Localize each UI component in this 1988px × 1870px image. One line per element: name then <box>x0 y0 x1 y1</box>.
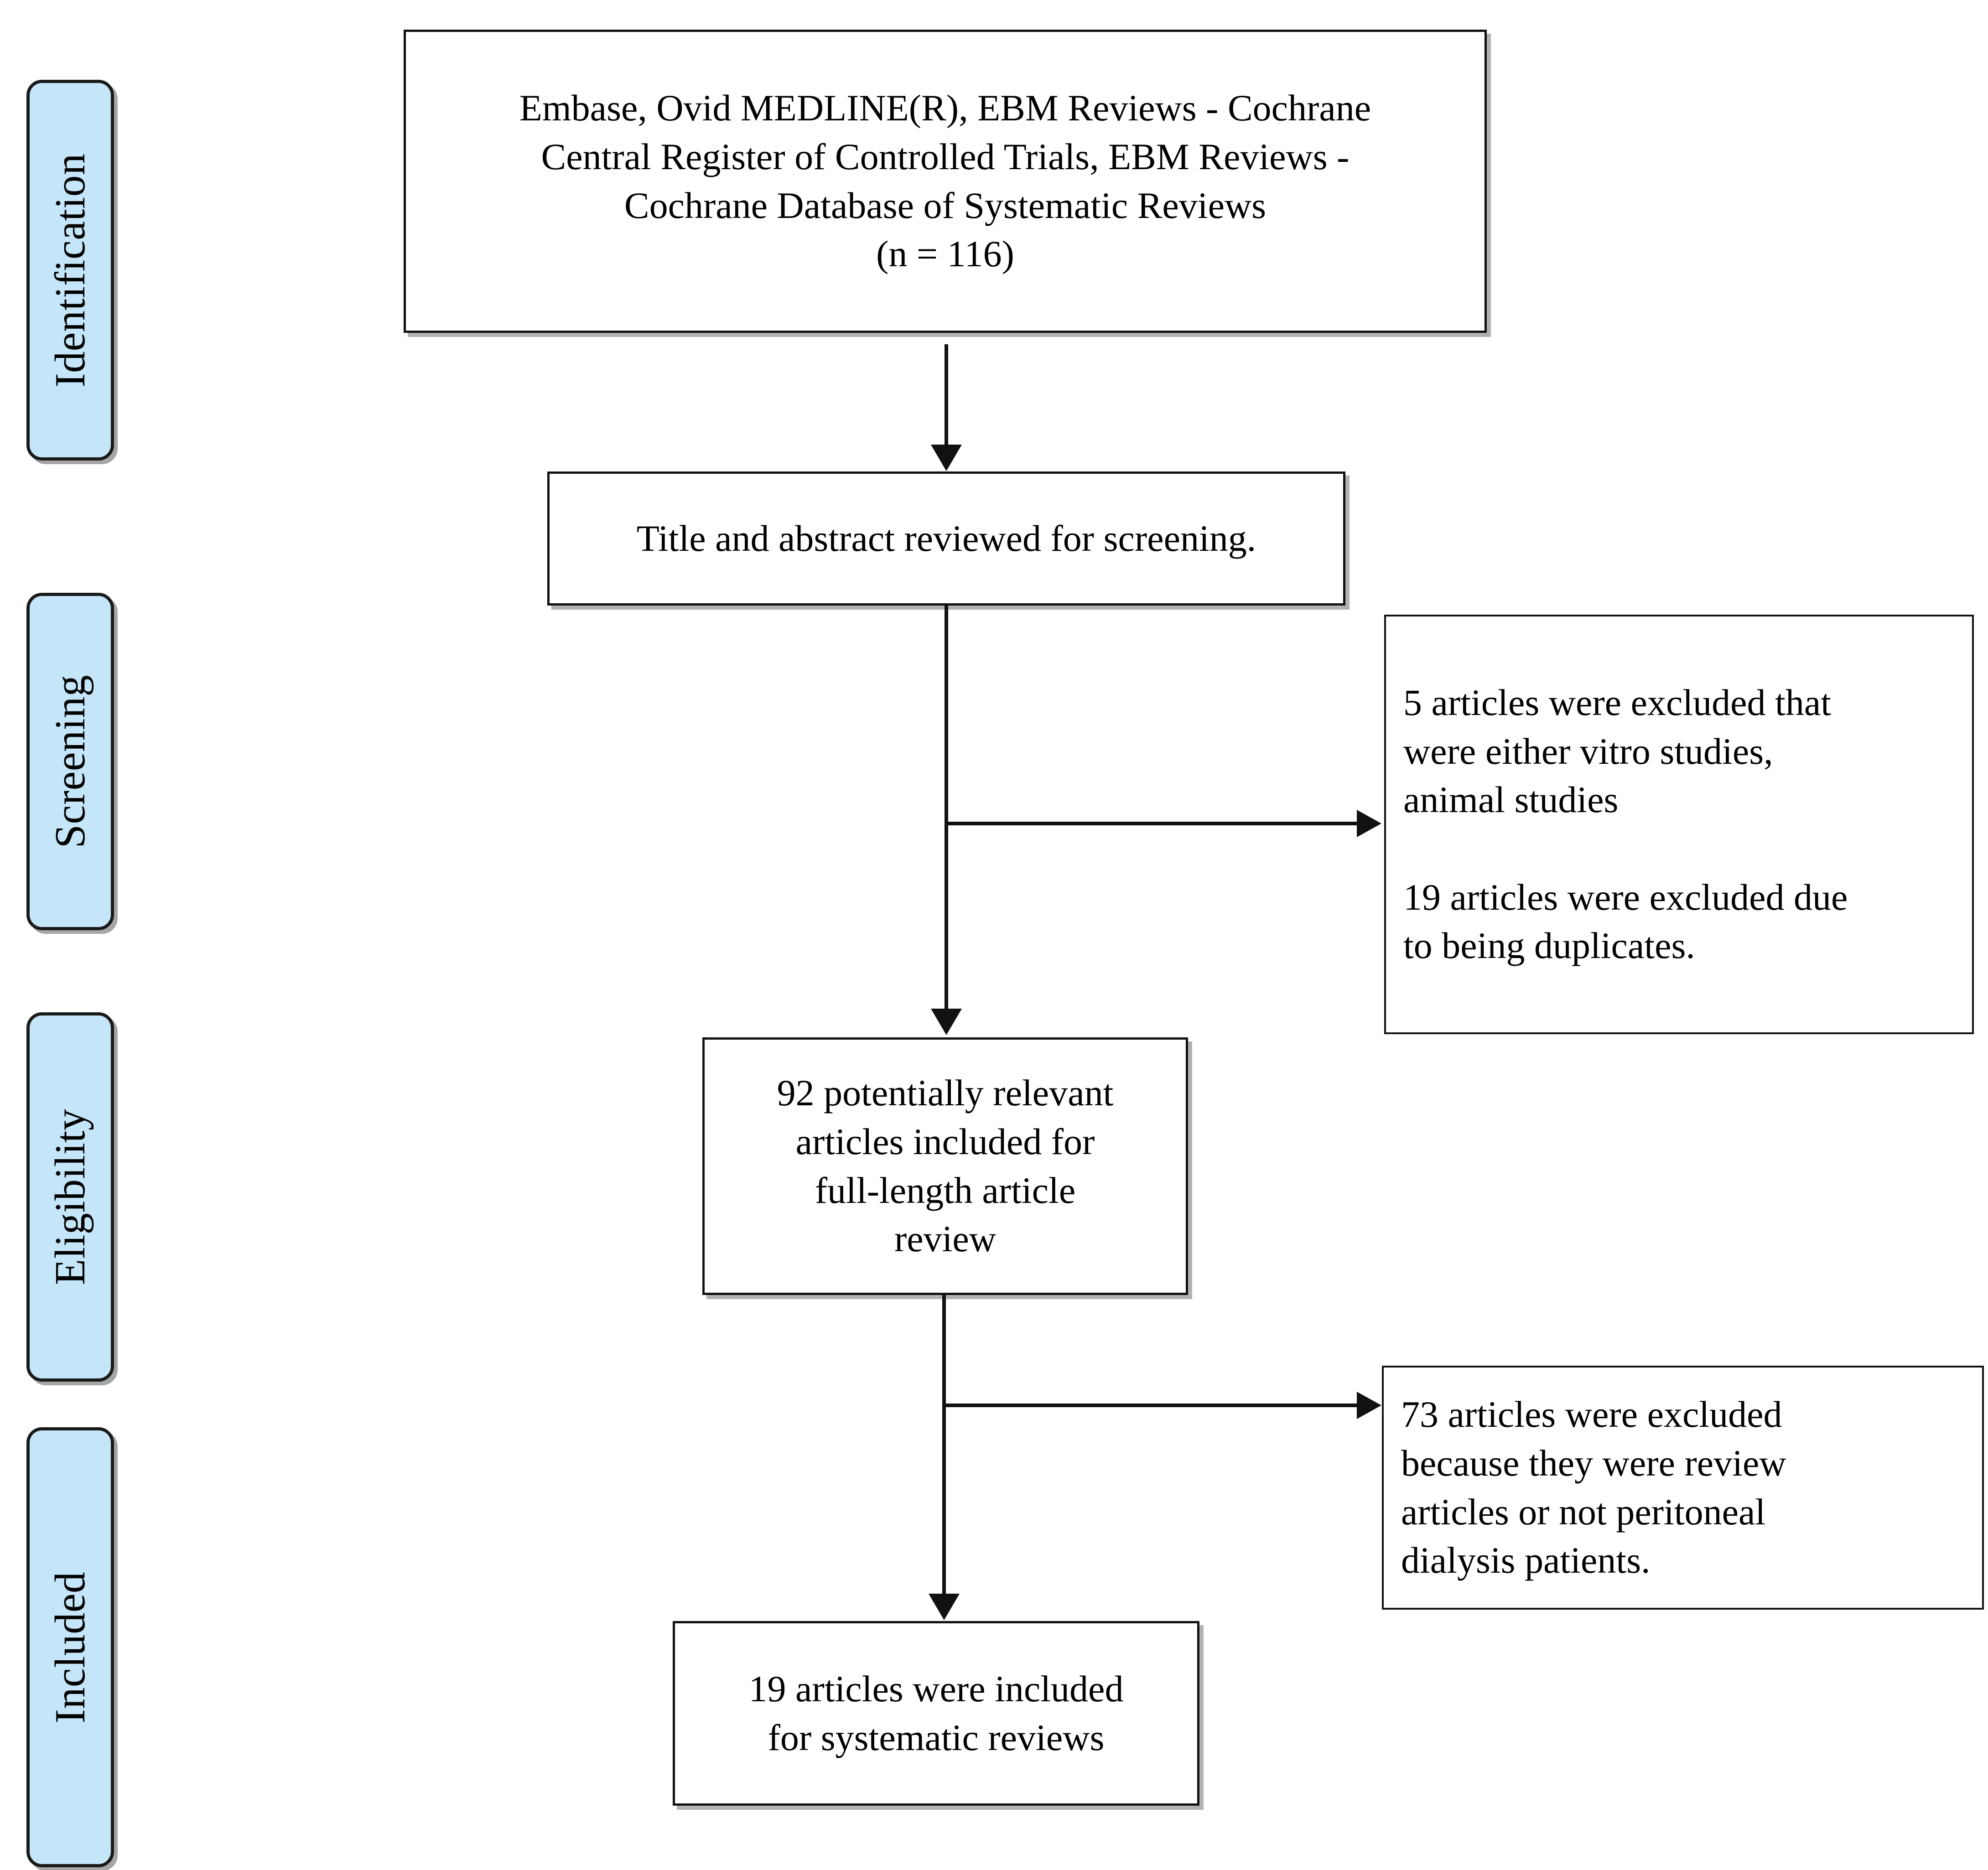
connector-eligibility-exclusions <box>942 1404 1360 1407</box>
stage-label-screening: Screening <box>47 674 94 849</box>
box-excluded-screening: 5 articles were excluded that were eithe… <box>1384 615 1974 1034</box>
box-records-identified: Embase, Ovid MEDLINE(R), EBM Reviews - C… <box>404 30 1487 333</box>
box-full-text-assessed: 92 potentially relevant articles include… <box>702 1037 1188 1295</box>
box-excluded-eligibility: 73 articles were excluded because they w… <box>1382 1366 1984 1610</box>
connector-screened-to-fulltext <box>945 606 948 1011</box>
box-title-abstract-screened-text: Title and abstract reviewed for screenin… <box>636 517 1256 559</box>
box-records-identified-text: Embase, Ovid MEDLINE(R), EBM Reviews - C… <box>519 87 1371 275</box>
stage-pill-identification: Identification <box>26 80 114 461</box>
arrowhead-screened-to-fulltext <box>931 1009 962 1035</box>
arrowhead-screening-exclusions <box>1357 810 1381 837</box>
connector-identified-to-screened <box>945 344 948 447</box>
stage-label-identification: Identification <box>47 153 94 388</box>
arrowhead-fulltext-to-included <box>929 1594 960 1620</box>
box-studies-included-text: 19 articles were included for systematic… <box>748 1668 1124 1758</box>
stage-pill-screening: Screening <box>26 593 114 930</box>
box-title-abstract-screened: Title and abstract reviewed for screenin… <box>547 471 1345 606</box>
box-full-text-assessed-text: 92 potentially relevant articles include… <box>777 1072 1114 1260</box>
stage-pill-included: Included <box>26 1427 114 1867</box>
box-studies-included: 19 articles were included for systematic… <box>673 1621 1199 1806</box>
arrowhead-identified-to-screened <box>931 445 962 471</box>
stage-label-eligibility: Eligibility <box>47 1109 94 1285</box>
box-excluded-eligibility-text: 73 articles were excluded because they w… <box>1401 1393 1786 1581</box>
arrowhead-eligibility-exclusions <box>1357 1392 1381 1419</box>
stage-pill-eligibility: Eligibility <box>26 1012 114 1382</box>
stage-label-included: Included <box>47 1571 94 1723</box>
box-excluded-screening-text: 5 articles were excluded that were eithe… <box>1403 682 1848 967</box>
connector-screening-exclusions <box>945 822 1360 825</box>
connector-fulltext-to-included <box>942 1295 946 1596</box>
